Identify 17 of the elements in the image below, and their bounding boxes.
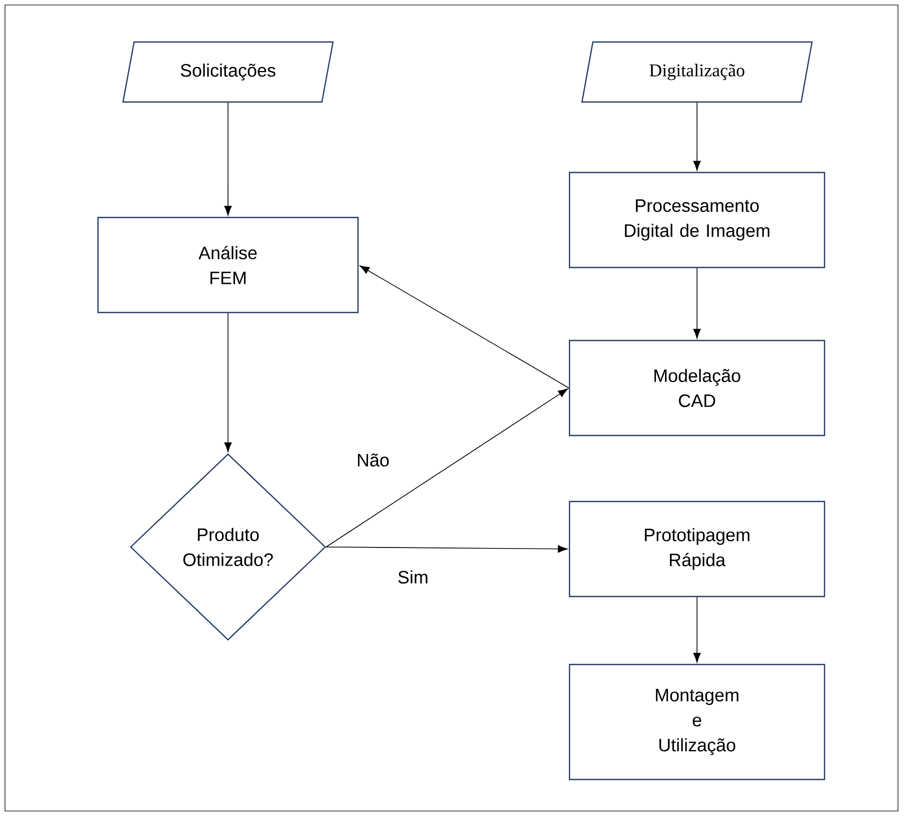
arrow bbox=[326, 388, 568, 548]
arrow bbox=[224, 312, 232, 452]
arrow bbox=[360, 265, 570, 388]
arrow bbox=[693, 596, 701, 663]
input-parallelogram: Digitalização bbox=[581, 41, 813, 103]
arrow bbox=[693, 102, 701, 171]
arrow bbox=[224, 102, 232, 216]
process-box: Análise FEM bbox=[97, 216, 359, 314]
edge-label: Não bbox=[358, 453, 389, 467]
process-box: Processamento Digital de Imagem bbox=[568, 172, 826, 268]
input-parallelogram: Solicitações bbox=[122, 41, 334, 103]
process-box: Montagem e Utilização bbox=[568, 664, 826, 780]
edge-label: Sim bbox=[398, 570, 428, 584]
process-box: Modelação CAD bbox=[568, 340, 826, 436]
arrow bbox=[326, 545, 568, 553]
arrow bbox=[693, 268, 701, 339]
process-box: Prototipagem Rápida bbox=[568, 500, 826, 598]
